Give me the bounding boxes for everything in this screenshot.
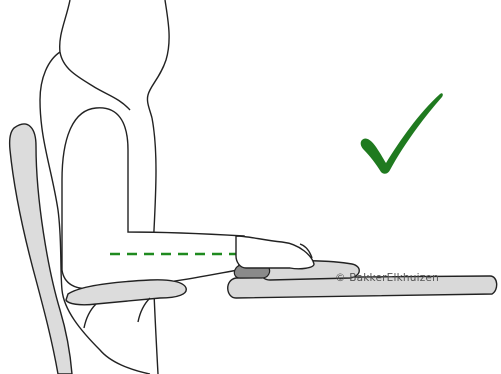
person-upper-arm	[62, 108, 244, 289]
checkmark-icon	[361, 93, 443, 174]
person-forearm-hand	[236, 236, 314, 269]
copyright-notice: © BakkerElkhuizen	[335, 272, 439, 284]
chair-armrest	[66, 280, 186, 328]
person-head	[60, 0, 169, 118]
